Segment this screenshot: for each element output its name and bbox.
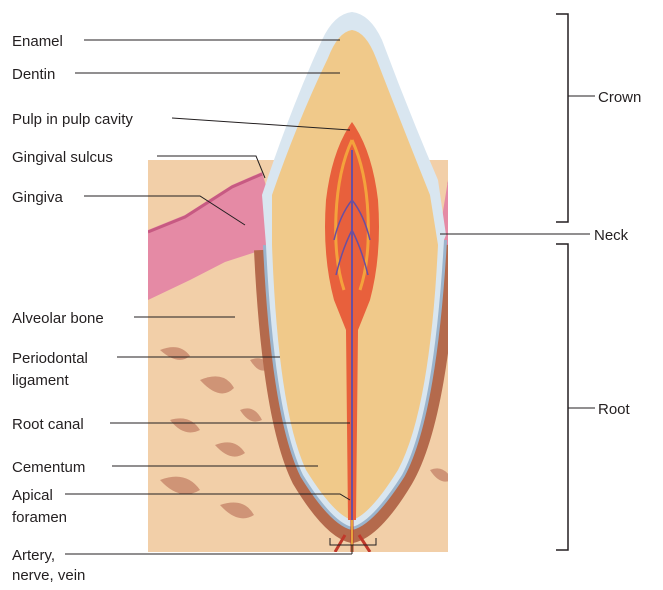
label-periodontal-2: ligament	[12, 372, 70, 389]
label-apical-1: Apical	[12, 487, 53, 504]
gingiva-right	[440, 180, 575, 470]
label-root-canal: Root canal	[12, 416, 84, 433]
label-periodontal-1: Periodontal	[12, 350, 88, 367]
label-alveolar-bone: Alveolar bone	[12, 310, 104, 327]
crown-bracket	[556, 14, 568, 222]
root-bracket	[556, 244, 568, 550]
label-pulp: Pulp in pulp cavity	[12, 111, 133, 128]
label-enamel: Enamel	[12, 33, 63, 50]
brackets	[556, 14, 568, 550]
label-cementum: Cementum	[12, 459, 85, 476]
label-vessels-1: Artery,	[12, 547, 55, 564]
label-dentin: Dentin	[12, 66, 55, 83]
label-gingiva: Gingiva	[12, 189, 64, 206]
label-neck: Neck	[594, 227, 629, 244]
label-vessels-2: nerve, vein	[12, 567, 85, 584]
label-apical-2: foramen	[12, 509, 67, 526]
label-root: Root	[598, 401, 631, 418]
label-gingival-sulcus: Gingival sulcus	[12, 149, 113, 166]
illustration	[148, 12, 575, 552]
label-crown: Crown	[598, 89, 641, 106]
